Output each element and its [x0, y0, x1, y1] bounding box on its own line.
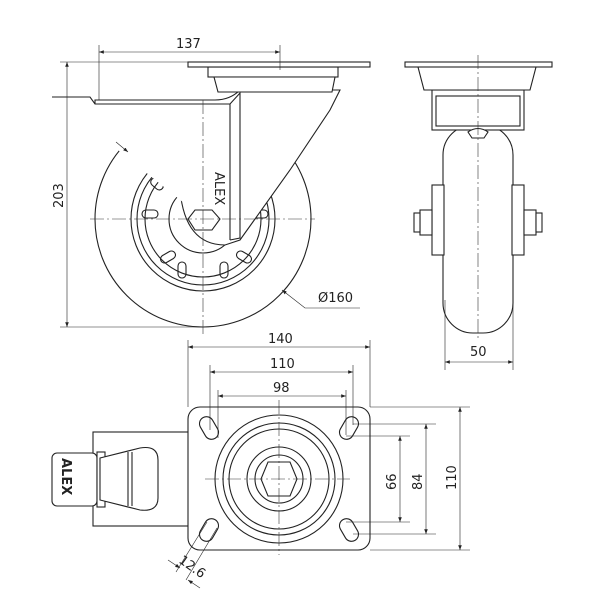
dim-137: 137: [176, 37, 201, 52]
dim-140: 140: [268, 332, 293, 347]
dim-98: 98: [273, 381, 290, 396]
dim-110-vertical: 110: [445, 465, 460, 490]
wheel-spokes: [141, 177, 269, 279]
dim-50: 50: [470, 345, 487, 360]
front-view: 50: [404, 55, 553, 370]
fork-logo: ALEX: [211, 172, 226, 205]
top-plate-front: [404, 61, 553, 68]
top-plate: [187, 61, 371, 68]
dim-110-horizontal: 110: [270, 357, 295, 372]
dim-12-6: 12.6: [176, 553, 208, 582]
top-view: ALEX 140 110 98: [51, 332, 470, 589]
dim-diameter-160: Ø160: [318, 291, 353, 306]
mounting-slots: [198, 416, 360, 542]
dim-66: 66: [385, 473, 400, 490]
pedal-logo: ALEX: [58, 458, 73, 495]
dim-203: 203: [52, 183, 67, 208]
dim-84: 84: [411, 473, 426, 490]
swivel-race: [207, 66, 339, 78]
side-view: ALEX 137 203 Ø160: [52, 37, 371, 335]
